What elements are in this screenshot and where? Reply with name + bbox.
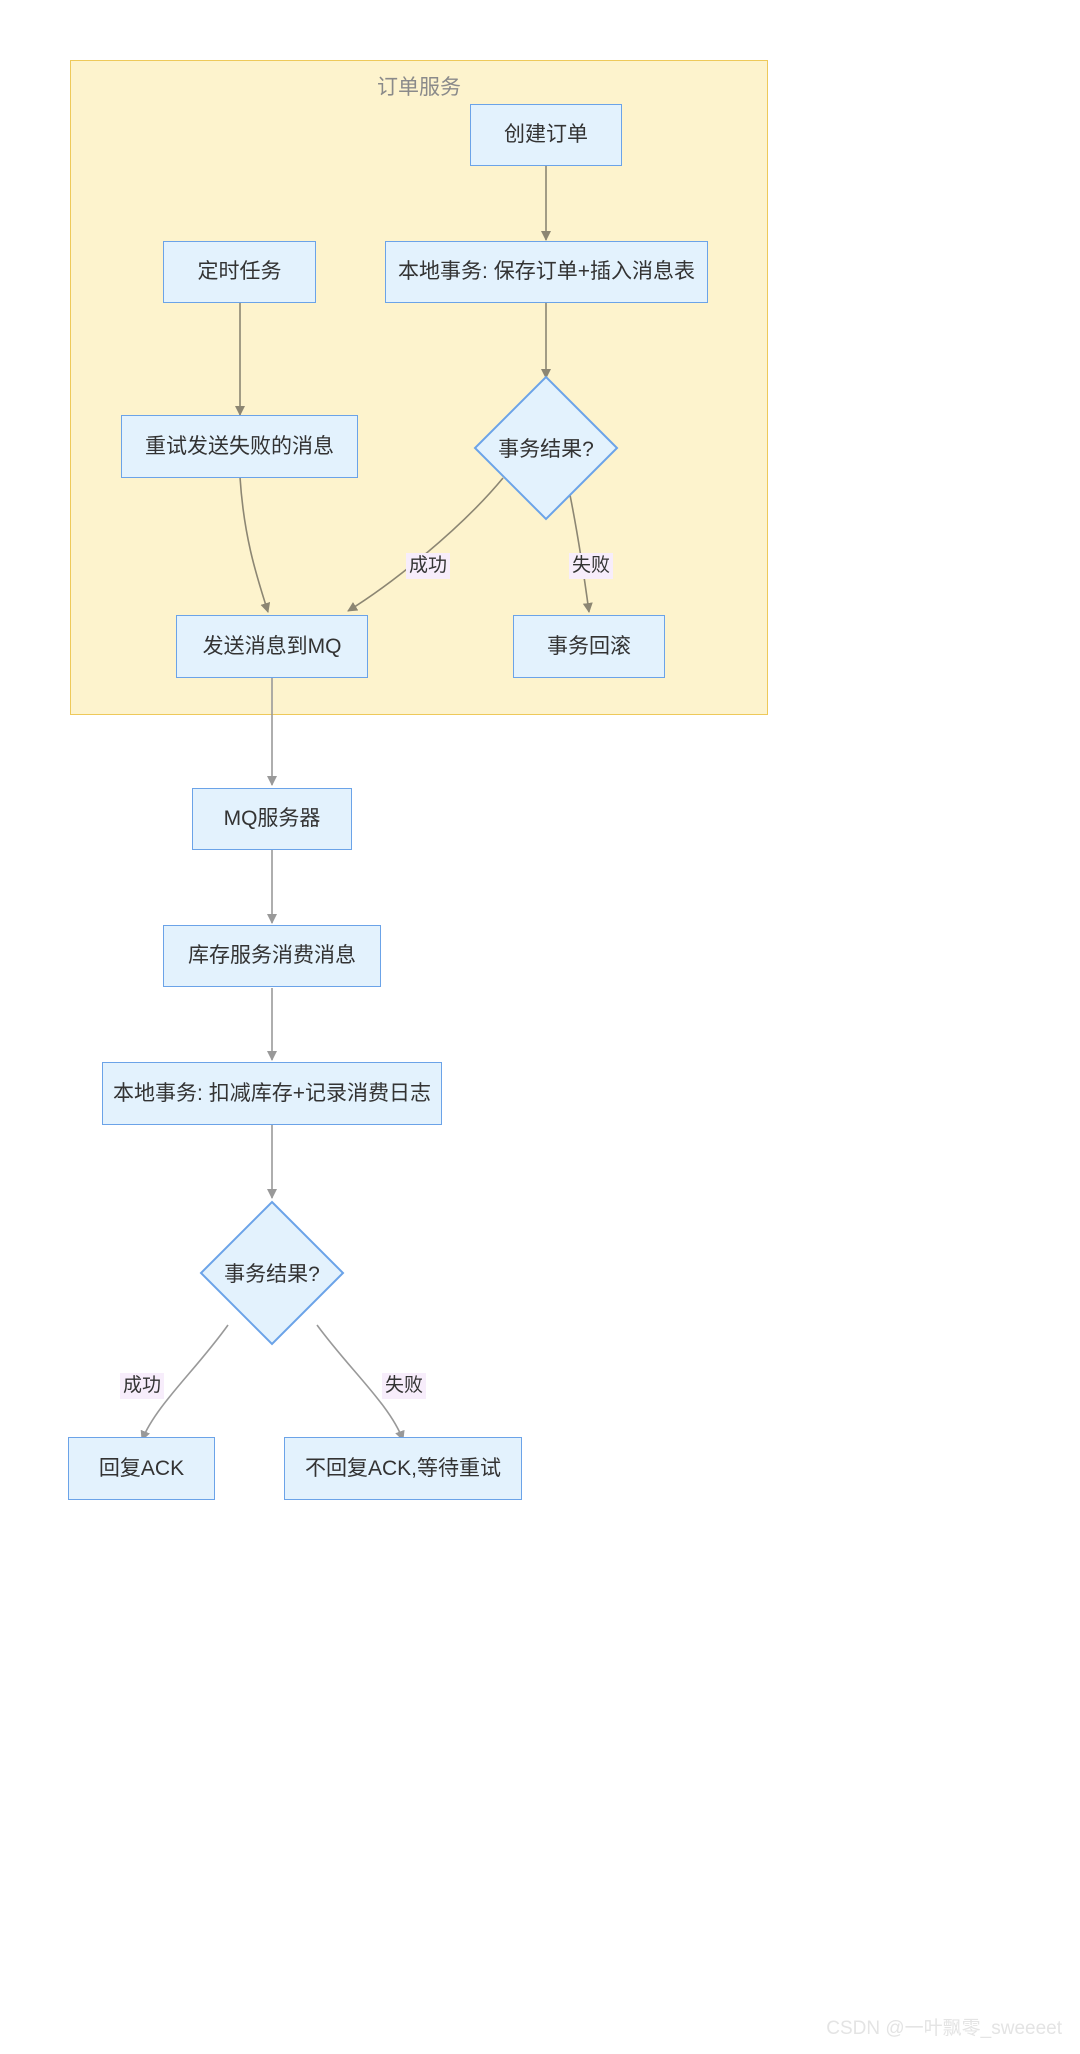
node-label: 事务结果? [224, 1263, 320, 1286]
node-label: 库存服务消费消息 [188, 944, 356, 968]
subgraph-title: 订单服务 [377, 76, 461, 99]
node-reply-ack[interactable]: 回复ACK [68, 1437, 215, 1500]
node-create-order[interactable]: 创建订单 [470, 104, 622, 166]
node-send-msg-to-mq[interactable]: 发送消息到MQ [176, 615, 368, 678]
node-label: 本地事务: 保存订单+插入消息表 [398, 260, 695, 284]
node-tx-result-1[interactable]: 事务结果? [473, 375, 619, 521]
node-scheduled-task[interactable]: 定时任务 [163, 241, 316, 303]
node-label: MQ服务器 [223, 807, 321, 831]
node-label: 本地事务: 扣减库存+记录消费日志 [113, 1081, 431, 1105]
edge-label-success-1: 成功 [406, 553, 451, 579]
edge-label-success-2: 成功 [120, 1373, 165, 1399]
edge-result2-failure [316, 1324, 405, 1441]
node-label: 发送消息到MQ [202, 634, 342, 658]
diamond-shape [473, 375, 619, 521]
node-tx-rollback[interactable]: 事务回滚 [513, 615, 665, 678]
edge-label-failure-2: 失败 [382, 1373, 427, 1399]
subgraph-order-service: 订单服务 [70, 60, 768, 715]
node-label: 回复ACK [98, 1456, 185, 1480]
node-local-tx-inventory[interactable]: 本地事务: 扣减库存+记录消费日志 [102, 1062, 442, 1125]
node-label: 创建订单 [504, 123, 588, 147]
node-label: 重试发送失败的消息 [145, 434, 334, 458]
node-mq-server[interactable]: MQ服务器 [192, 788, 352, 850]
diamond-shape [199, 1200, 345, 1346]
node-tx-result-2[interactable]: 事务结果? [199, 1200, 345, 1346]
node-label: 事务结果? [498, 438, 594, 461]
node-label: 不回复ACK,等待重试 [304, 1456, 501, 1480]
edge-retry-to-send [239, 476, 271, 613]
edge-label-failure-1: 失败 [569, 553, 614, 579]
node-retry-failed-msg[interactable]: 重试发送失败的消息 [121, 415, 358, 478]
node-local-tx-order[interactable]: 本地事务: 保存订单+插入消息表 [385, 241, 708, 303]
node-label: 定时任务 [197, 260, 282, 284]
node-no-ack-wait-retry[interactable]: 不回复ACK,等待重试 [284, 1437, 522, 1500]
edge-result2-success [140, 1324, 229, 1441]
csdn-watermark: CSDN @一叶飘零_sweeeet [826, 2018, 1062, 2039]
node-label: 事务回滚 [547, 634, 631, 658]
node-inventory-consume[interactable]: 库存服务消费消息 [163, 925, 381, 987]
